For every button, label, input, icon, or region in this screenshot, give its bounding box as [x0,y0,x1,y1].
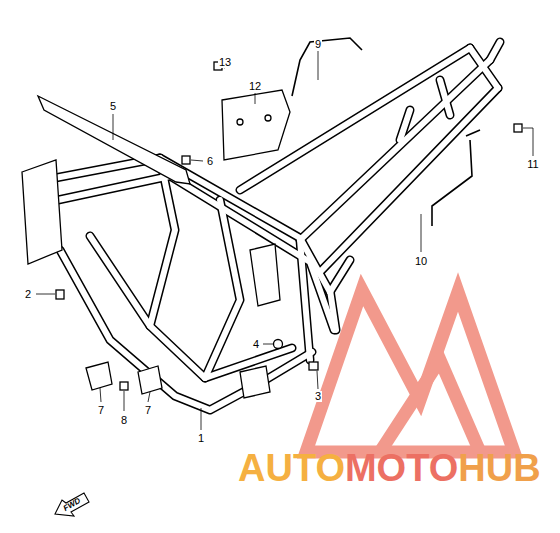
callout-number: 2 [24,289,32,300]
frame-tube [330,260,350,292]
frame-tube [320,88,498,272]
frame-tube [300,60,490,240]
callout-number: 7 [144,405,152,416]
callout-number: 3 [314,391,322,402]
frame-tube [440,80,450,115]
frame-tube [90,236,292,378]
callout-number: 1 [197,433,205,444]
frame-tube [320,88,498,272]
frame-tube [330,290,336,330]
frame-tube [490,42,500,60]
callout-number: 4 [252,339,260,350]
frame-tube [300,240,310,360]
frame-tube [205,200,240,378]
frame-tube [55,158,330,292]
callout-number: 7 [97,405,105,416]
frame-tube [55,158,330,292]
bolt [182,156,190,164]
callout-number: 8 [120,415,128,426]
bolt [309,362,318,370]
frame-tube [400,110,410,140]
head-tube [22,160,62,264]
frame-tube [90,236,292,378]
mount-plate [86,362,112,390]
cover-plate [38,96,190,184]
frame-tube [300,60,490,240]
stand-bracket [240,366,270,398]
bracket-rod [292,38,362,96]
frame-tube [330,260,350,292]
watermark: MOTO [345,449,458,487]
bolt [56,290,64,299]
watermark-logo [306,290,514,452]
leader-lines [36,51,533,430]
frame-tube [150,158,175,326]
bolt [120,382,128,390]
frame-tube [205,200,240,378]
callout-number: 13 [218,57,232,68]
hole [237,119,243,125]
frame-tube [150,158,175,326]
watermark: AUTO [238,449,345,487]
callout-number: 9 [314,39,322,50]
watermark: HUB [458,449,540,487]
callout-number: 11 [526,159,539,170]
callout-number: 5 [109,101,117,112]
bracket-plate [222,90,290,160]
pivot-plate [250,244,280,306]
bolt [514,124,522,132]
fwd-arrow [55,493,89,516]
rear-bracket [466,130,480,136]
hole [265,115,271,121]
callout-number: 6 [206,156,214,167]
callout-number: 12 [248,81,262,92]
mount-plate [138,366,162,394]
frame-tube [490,42,500,60]
nut [274,340,283,349]
callout-number: 10 [414,256,428,267]
rear-bracket [432,140,472,226]
